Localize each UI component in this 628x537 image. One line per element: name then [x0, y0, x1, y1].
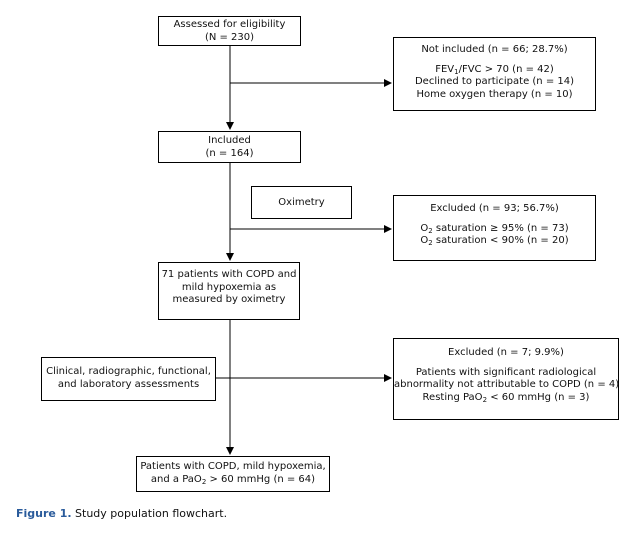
- not-included-fev: FEV1/FVC > 70 (n = 42): [435, 63, 554, 76]
- excluded-2-title: Excluded (n = 7; 9.9%): [448, 347, 564, 358]
- figure-caption-text: Study population flowchart.: [71, 507, 228, 520]
- excluded-1-sat-low: O2 saturation < 90% (n = 20): [420, 235, 569, 247]
- excluded-2-resting: Resting PaO2 < 60 mmHg (n = 3): [422, 391, 590, 404]
- figure-caption-label: Figure 1.: [16, 507, 72, 520]
- excluded-1-sat-high: O2 saturation ≥ 95% (n = 73): [420, 222, 569, 235]
- node-included: Included (n = 164): [158, 131, 301, 163]
- excluded-2-line2: abnormality not attributable to COPD (n …: [394, 379, 620, 390]
- node-assessed: Assessed for eligibility (N = 230): [158, 16, 301, 46]
- final-line1: Patients with COPD, mild hypoxemia,: [140, 461, 326, 472]
- assessed-line1: Assessed for eligibility: [173, 19, 286, 30]
- assessments-line2: and laboratory assessments: [57, 378, 200, 390]
- final-line2: and a PaO2 > 60 mmHg (n = 64): [150, 473, 316, 486]
- assessed-line2: (N = 230): [204, 31, 255, 43]
- not-included-oxygen: Home oxygen therapy (n = 10): [416, 88, 573, 100]
- not-included-declined: Declined to participate (n = 14): [414, 76, 575, 87]
- assessments-line1: Clinical, radiographic, functional,: [46, 366, 211, 377]
- figure-caption: Figure 1. Study population flowchart.: [16, 507, 227, 520]
- node-copd71: 71 patients with COPD and mild hypoxemia…: [158, 262, 300, 320]
- excluded-2-line1: Patients with significant radiological: [415, 366, 597, 378]
- copd71-line3: measured by oximetry: [172, 294, 286, 305]
- excluded-1-title: Excluded (n = 93; 56.7%): [430, 203, 559, 214]
- included-line1: Included: [208, 135, 251, 146]
- node-final: Patients with COPD, mild hypoxemia, and …: [136, 456, 330, 492]
- not-included-title: Not included (n = 66; 28.7%): [421, 44, 568, 55]
- node-excluded-1: Excluded (n = 93; 56.7%) O2 saturation ≥…: [393, 195, 596, 261]
- node-assessments: Clinical, radiographic, functional, and …: [41, 357, 216, 401]
- copd71-line1: 71 patients with COPD and: [161, 269, 297, 280]
- node-oximetry: Oximetry: [251, 186, 352, 219]
- oximetry-label: Oximetry: [278, 197, 325, 208]
- node-excluded-2: Excluded (n = 7; 9.9%) Patients with sig…: [393, 338, 619, 420]
- copd71-line2: mild hypoxemia as: [181, 281, 277, 293]
- node-not-included: Not included (n = 66; 28.7%) FEV1/FVC > …: [393, 37, 596, 111]
- included-line2: (n = 164): [205, 147, 254, 159]
